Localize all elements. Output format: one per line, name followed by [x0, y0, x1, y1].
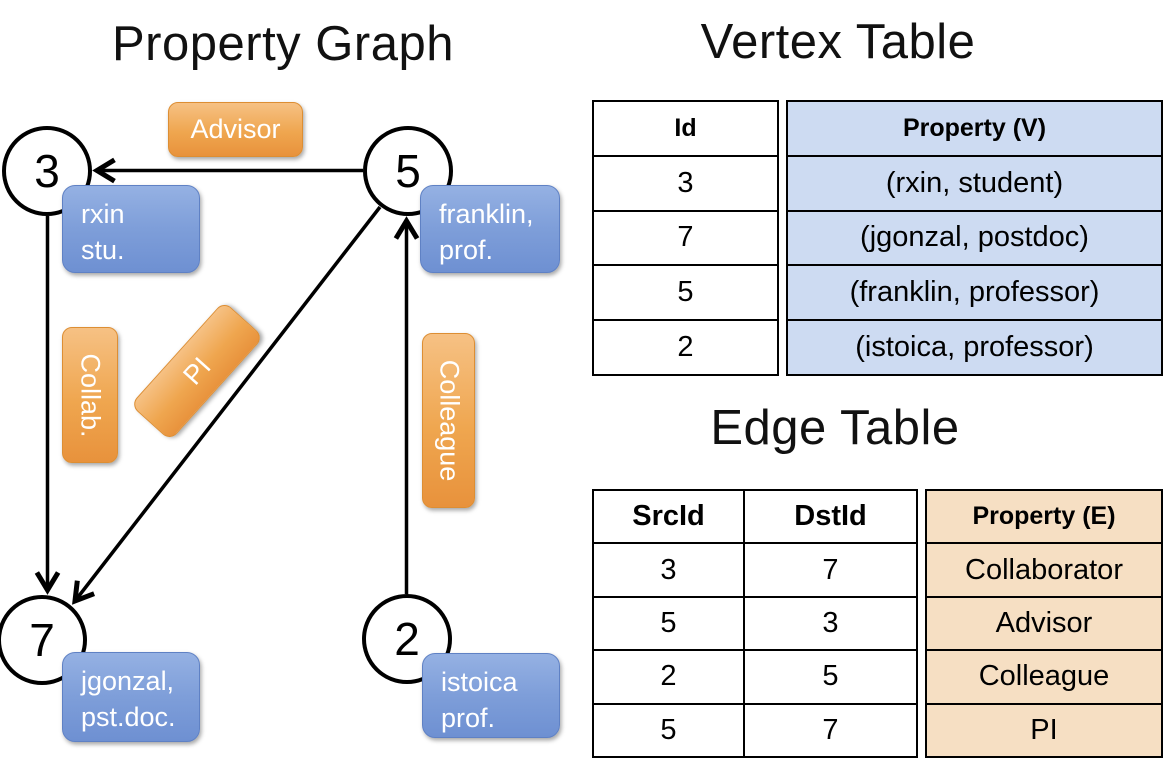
edge-table-header-row: SrcId DstId [594, 491, 916, 543]
vertex-id: 5 [395, 145, 421, 197]
table-cell: 2 [594, 319, 777, 374]
property-line: rxin [81, 199, 125, 229]
table-cell: 7 [594, 209, 777, 265]
vertex-property-box-istoica: istoica prof. [422, 653, 560, 738]
vertex-property-box-jgonzal: jgonzal, pst.doc. [62, 652, 200, 742]
table-cell: (rxin, student) [788, 154, 1161, 210]
graph-edges [34, 157, 420, 605]
edge-table-src-header: SrcId [632, 500, 705, 533]
table-row: 3 7 [594, 542, 916, 596]
vertex-table-id-header: Id [674, 113, 697, 142]
property-line: stu. [81, 235, 125, 266]
vertex-table-title: Vertex Table [700, 15, 976, 69]
table-row: 5 7 [594, 702, 916, 757]
vertex-table-id-column: Id 3 7 5 2 [592, 100, 779, 376]
vertex-property-box-franklin: franklin, prof. [420, 185, 560, 273]
table-cell: 5 [743, 651, 916, 703]
vertex-node-2: 2 [362, 594, 452, 684]
property-line: istoica [441, 667, 518, 697]
vertex-table-property-header: Property (V) [902, 113, 1047, 142]
table-cell: 5 [660, 713, 677, 746]
edge-table-property-column: Property (E) Collaborator Advisor Collea… [925, 489, 1163, 758]
vertex-node-5: 5 [363, 126, 453, 216]
edge-label-text: Collab. [75, 352, 106, 438]
edge-label-text: Colleague [434, 359, 464, 482]
table-cell: 5 [660, 607, 677, 640]
table-cell: (franklin, professor) [788, 264, 1161, 319]
edge-label-advisor: Advisor [168, 102, 303, 157]
table-row: 5 3 [594, 595, 916, 650]
edge-table-title: Edge Table [710, 401, 960, 455]
vertex-id: 7 [29, 614, 55, 666]
property-line: jgonzal, [81, 666, 175, 696]
edge-table-dst-header: DstId [743, 491, 916, 543]
table-cell: (jgonzal, postdoc) [788, 209, 1161, 265]
table-cell: 3 [743, 597, 916, 650]
edge-label-text: Advisor [190, 114, 281, 144]
table-cell: 5 [594, 264, 777, 319]
edge-label-text: PI [176, 351, 217, 391]
property-line: franklin, [439, 199, 534, 229]
edge-table-id-columns: SrcId DstId 3 7 5 3 2 5 5 7 [592, 489, 918, 758]
table-cell: 3 [660, 553, 677, 586]
table-cell: Collaborator [927, 542, 1161, 595]
vertex-property-box-rxin: rxin stu. [62, 185, 200, 273]
table-cell: Advisor [927, 595, 1161, 649]
table-cell: (istoica, professor) [788, 319, 1161, 374]
vertex-id: 3 [34, 145, 60, 197]
edge-label-colleague: Colleague [422, 333, 475, 508]
property-line: prof. [439, 235, 494, 266]
table-cell: PI [927, 702, 1161, 756]
property-line: prof. [441, 703, 496, 734]
table-cell: 7 [743, 704, 916, 757]
table-cell: 3 [594, 154, 777, 210]
edge-pi-5-to-7 [72, 205, 382, 605]
vertex-id: 2 [394, 613, 420, 665]
table-cell: Colleague [927, 649, 1161, 702]
property-line: pst.doc. [81, 702, 176, 733]
edge-table-property-header: Property (E) [972, 502, 1116, 531]
table-cell: 2 [660, 660, 677, 693]
vertex-table-property-column: Property (V) (rxin, student) (jgonzal, p… [786, 100, 1163, 376]
edge-label-collab: Collab. [62, 327, 118, 463]
table-cell: 7 [743, 544, 916, 596]
property-graph-title: Property Graph [112, 17, 454, 71]
table-row: 2 5 [594, 649, 916, 703]
